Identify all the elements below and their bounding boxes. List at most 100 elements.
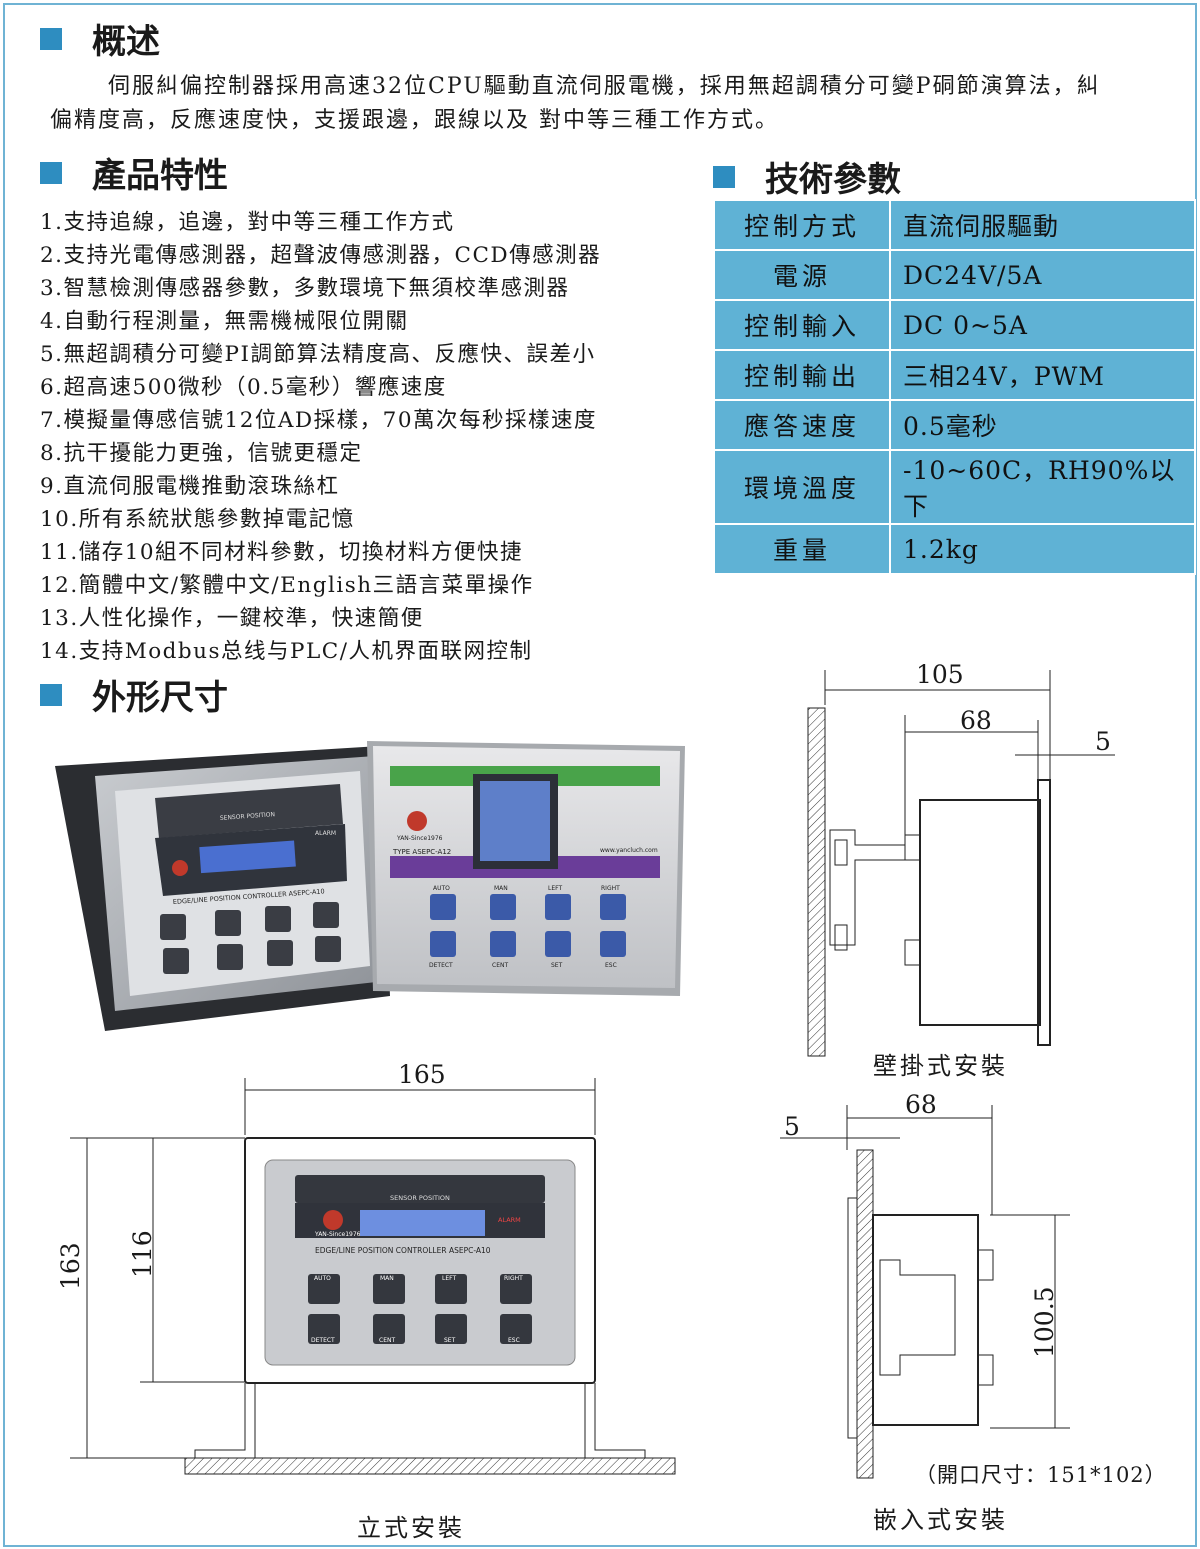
spec-key: 控制輸入 bbox=[713, 299, 891, 351]
features-heading: 產品特性 bbox=[40, 148, 228, 197]
dim-5: 5 bbox=[1095, 727, 1111, 756]
dim-5: 5 bbox=[784, 1112, 800, 1141]
right-key-label: LEFT bbox=[548, 885, 562, 892]
right-key-label: AUTO bbox=[433, 885, 450, 892]
overview-line-1: 伺服糾偏控制器採用高速32位CPU驅動直流伺服電機，採用無超調積分可變P硐節演算… bbox=[108, 74, 1101, 99]
dim-165: 165 bbox=[398, 1060, 446, 1089]
feature-item: 13.人性化操作，一鍵校準，快速簡便 bbox=[40, 606, 424, 631]
overview-line-2: 偏精度高，反應速度快，支援跟邊，跟線以及 對中等三種工作方式。 bbox=[50, 108, 779, 133]
feature-item: 1.支持追線，追邊，對中等三種工作方式 bbox=[40, 210, 455, 235]
front-key-label: MAN bbox=[380, 1275, 394, 1282]
feature-list: 1.支持追線，追邊，對中等三種工作方式 2.支持光電傳感測器，超聲波傳感測器，C… bbox=[40, 206, 601, 668]
front-key-button bbox=[500, 1274, 532, 1304]
spec-value: 0.5毫秒 bbox=[889, 399, 1196, 451]
table-row: 控制輸出三相24V，PWM bbox=[713, 349, 1196, 401]
stand-body-outline bbox=[244, 1137, 596, 1384]
front-brand-label: YAN-Since1976 bbox=[314, 1231, 361, 1238]
left-key-button bbox=[215, 910, 241, 936]
left-sensor-strip bbox=[155, 784, 343, 838]
front-key-button bbox=[373, 1274, 405, 1304]
feature-item: 4.自動行程測量，無需機械限位開關 bbox=[40, 309, 409, 334]
left-key-button bbox=[163, 948, 189, 974]
dim-100-5: 100.5 bbox=[1030, 1286, 1059, 1358]
dim-105: 105 bbox=[916, 660, 964, 689]
left-key-button bbox=[217, 944, 243, 970]
wall-bolt bbox=[834, 839, 848, 866]
left-key-button bbox=[265, 906, 291, 932]
right-key-button bbox=[430, 931, 456, 957]
feature-item: 10.所有系統狀態參數掉電記憶 bbox=[40, 507, 355, 532]
wall-section bbox=[807, 707, 826, 1057]
section-bullet-icon bbox=[40, 161, 62, 184]
right-key-label: MAN bbox=[494, 885, 508, 892]
spec-title: 技術參數 bbox=[765, 160, 901, 200]
feature-item: 12.簡體中文/繁體中文/English三語言菜單操作 bbox=[40, 573, 534, 598]
spec-value: DC 0~5A bbox=[889, 299, 1196, 351]
front-key-button bbox=[373, 1314, 405, 1344]
left-key-button bbox=[315, 936, 341, 962]
right-key-button bbox=[600, 894, 626, 920]
spec-key: 控制方式 bbox=[713, 199, 891, 251]
front-sensor-strip bbox=[295, 1175, 545, 1203]
flush-panel-section bbox=[856, 1149, 874, 1479]
overview-text: 伺服糾偏控制器採用高速32位CPU驅動直流伺服電機，採用無超調積分可變P硐節演算… bbox=[50, 70, 1198, 138]
flush-body-outline bbox=[872, 1214, 979, 1426]
spec-value: DC24V/5A bbox=[889, 249, 1196, 301]
spec-key: 重量 bbox=[713, 523, 891, 575]
front-key-label: RIGHT bbox=[504, 1275, 523, 1282]
right-key-button bbox=[545, 931, 571, 957]
product-photo: SENSOR POSITION ALARM EDGE/LINE POSITION… bbox=[55, 741, 685, 1031]
spec-key: 環境溫度 bbox=[713, 449, 891, 525]
front-alarm-label: ALARM bbox=[498, 1216, 521, 1224]
wall-nut bbox=[904, 834, 921, 861]
right-brand-label: YAN-Since1976 bbox=[396, 835, 443, 842]
feature-item: 8.抗干擾能力更強，信號更穩定 bbox=[40, 441, 363, 466]
dim-163: 163 bbox=[56, 1242, 85, 1290]
right-type-label: TYPE ASEPC-A12 bbox=[392, 848, 451, 856]
dim-68: 68 bbox=[960, 706, 992, 735]
front-key-label: SET bbox=[444, 1337, 456, 1344]
page-border bbox=[3, 3, 1197, 1547]
flush-bracket bbox=[879, 1259, 956, 1376]
right-display-screen bbox=[480, 781, 550, 861]
left-logo-icon bbox=[172, 860, 188, 876]
spec-key: 控制輸出 bbox=[713, 349, 891, 401]
dims-heading: 外形尺寸 bbox=[40, 670, 228, 719]
dim-116: 116 bbox=[128, 1230, 157, 1278]
front-lcd-screen bbox=[360, 1210, 485, 1236]
flush-cutout-note: （開口尺寸：151*102） bbox=[915, 1463, 1167, 1487]
front-key-label: LEFT bbox=[442, 1275, 456, 1282]
wall-body-outline bbox=[919, 799, 1041, 1026]
spec-key: 應答速度 bbox=[713, 399, 891, 451]
spec-value: 直流伺服驅動 bbox=[889, 199, 1196, 251]
left-key-button bbox=[160, 914, 186, 940]
right-key-label: SET bbox=[551, 962, 563, 969]
stand-mount-drawing: SENSOR POSITION YAN-Since1976 ALARM EDGE… bbox=[70, 1078, 676, 1475]
front-key-button bbox=[435, 1274, 467, 1304]
spec-value: 1.2kg bbox=[889, 523, 1196, 575]
wall-mount-drawing bbox=[807, 670, 1115, 1057]
feature-item: 11.儲存10組不同材料參數，切換材料方便快捷 bbox=[40, 540, 524, 565]
section-bullet-icon bbox=[40, 683, 62, 706]
wall-bolt bbox=[834, 924, 848, 951]
right-key-button bbox=[600, 931, 626, 957]
wall-flange bbox=[1037, 779, 1051, 1046]
wall-mount-caption: 壁掛式安裝 bbox=[873, 1052, 1008, 1080]
feature-item: 6.超高速500微秒（0.5毫秒）響應速度 bbox=[40, 375, 447, 400]
right-key-label: CENT bbox=[492, 962, 508, 969]
stand-left-foot bbox=[194, 1383, 256, 1459]
stand-right-foot bbox=[584, 1383, 646, 1459]
flush-connector bbox=[977, 1249, 994, 1281]
front-key-button bbox=[500, 1314, 532, 1344]
spec-value: 三相24V，PWM bbox=[889, 349, 1196, 401]
front-key-label: CENT bbox=[379, 1337, 395, 1344]
feature-item: 5.無超調積分可變PI調節算法精度高、反應快、誤差小 bbox=[40, 342, 596, 367]
right-url-label: www.yancluch.com bbox=[600, 847, 658, 854]
right-key-button bbox=[490, 931, 516, 957]
feature-item: 7.模擬量傳感信號12位AD採樣，70萬次每秒採樣速度 bbox=[40, 408, 597, 433]
section-bullet-icon bbox=[40, 27, 62, 50]
